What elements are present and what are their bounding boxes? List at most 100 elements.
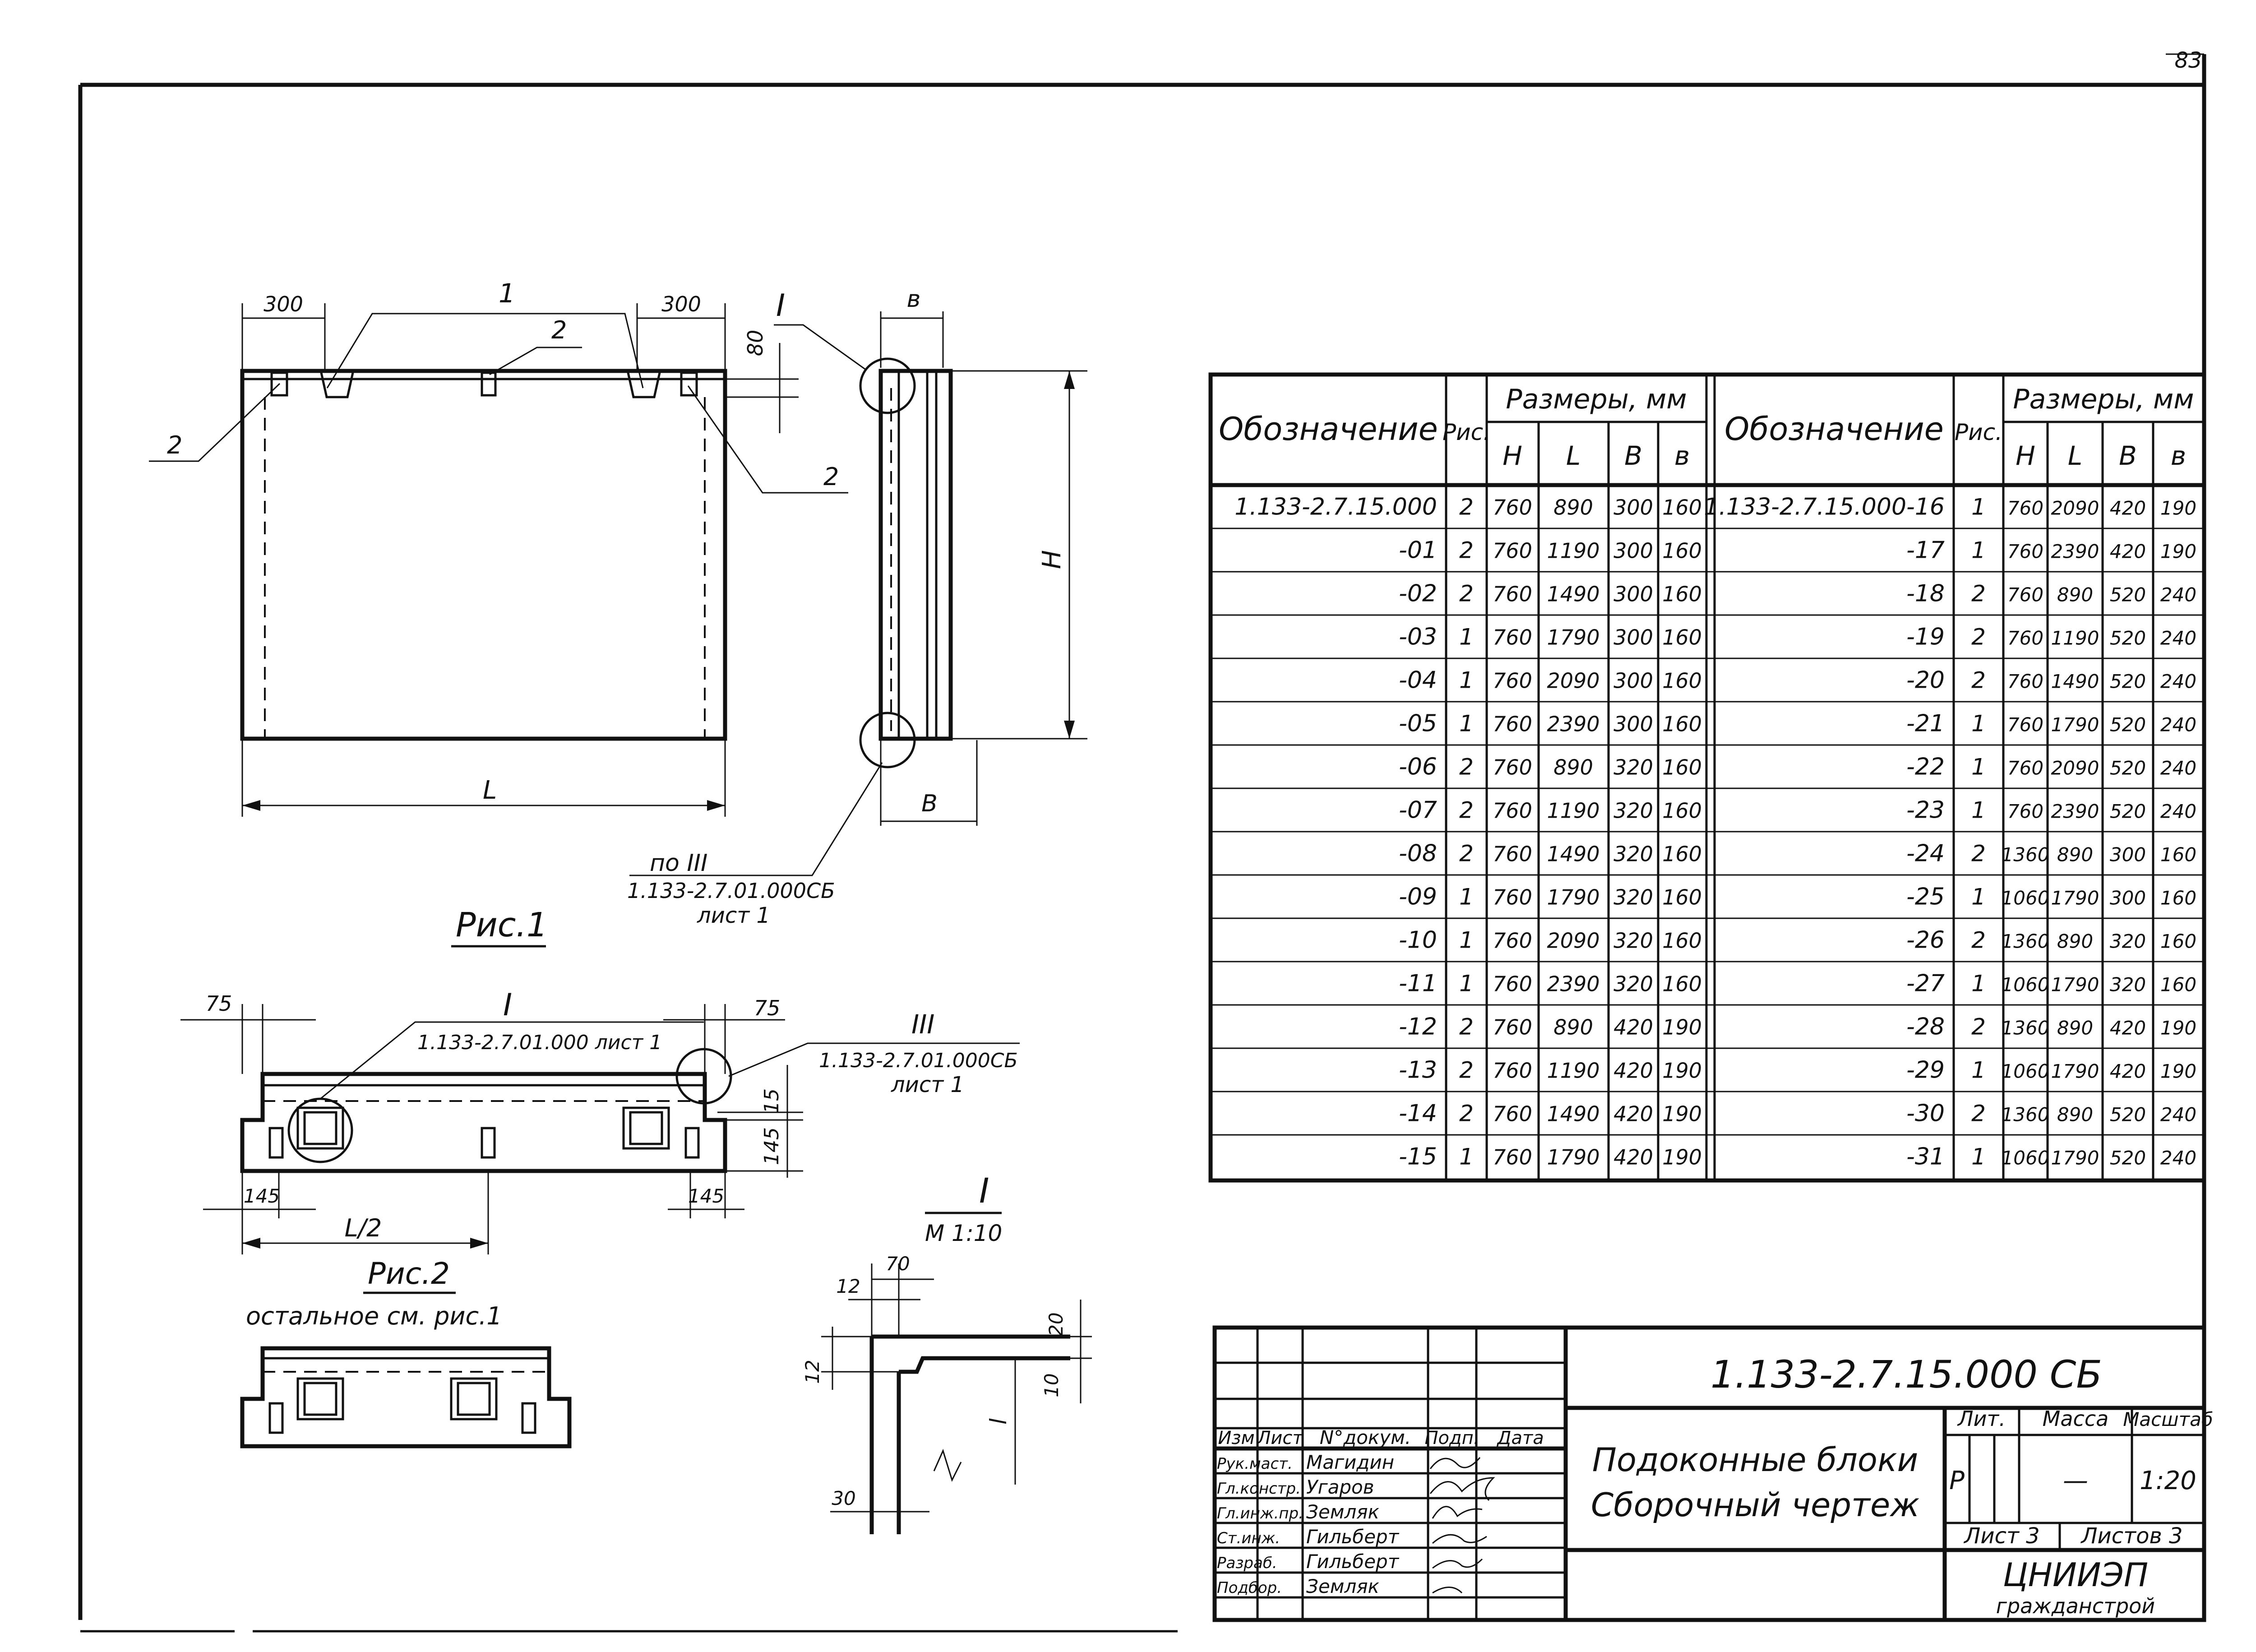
table-cell-left-d: -08	[1399, 840, 1437, 867]
table-cell-right-r: 1	[1971, 537, 1986, 563]
table-cell-left-b: 190	[1662, 1145, 1702, 1169]
table-cell-left-r: 2	[1459, 1057, 1474, 1083]
table-cell-right-d: -19	[1906, 623, 1945, 650]
table-header-b-left: в	[1674, 440, 1690, 471]
table-cell-left-L: 1790	[1547, 885, 1600, 909]
table-cell-right-L: 890	[2057, 1103, 2093, 1125]
table-cell-left-d: -02	[1399, 580, 1437, 607]
table-cell-right-H: 1360	[2002, 1103, 2050, 1125]
table-cell-left-b: 190	[1662, 1015, 1702, 1039]
table-cell-right-r: 2	[1971, 580, 1986, 606]
sheet-number: Лист 3	[1963, 1523, 2039, 1549]
table-cell-right-H: 1060	[2002, 973, 2050, 995]
role-title: Ст.инж.	[1217, 1529, 1280, 1547]
title-block	[1212, 1325, 2206, 1622]
table-cell-right-L: 1790	[2051, 973, 2099, 995]
table-cell-left-b: 160	[1662, 928, 1702, 953]
fig2-node-III-sheet: лист 1	[891, 1072, 964, 1097]
fig1-mark-2-right: 2	[823, 463, 839, 491]
table-cell-left-r: 2	[1459, 1013, 1474, 1040]
table-cell-left-L: 2390	[1547, 712, 1600, 736]
table-cell-left-B: 320	[1613, 842, 1653, 866]
table-cell-left-d: -14	[1399, 1100, 1437, 1127]
table-cell-left-r: 1	[1459, 667, 1474, 693]
table-cell-right-r: 1	[1971, 1057, 1986, 1083]
table-cell-left-d: -06	[1399, 753, 1437, 780]
table-cell-left-r: 1	[1459, 710, 1474, 736]
role-person: Гильберт	[1306, 1550, 1400, 1573]
table-cell-left-H: 760	[1493, 1145, 1532, 1169]
table-cell-left-B: 300	[1613, 712, 1653, 736]
spec-row-lines	[1211, 528, 2204, 1136]
org-name: ЦНИИЭП	[2003, 1556, 2148, 1594]
title-block-roles: Рук.маст.МагидинГл.констр.УгаровГл.инж.п…	[1217, 1451, 1400, 1597]
table-cell-right-b: 240	[2160, 627, 2196, 649]
detail-dim-20: 20	[1045, 1312, 1067, 1336]
fig1-dim-300-right: 300	[661, 292, 701, 316]
role-person: Земляк	[1306, 1501, 1380, 1523]
table-cell-right-d: -28	[1906, 1013, 1945, 1040]
table-cell-left-H: 760	[1493, 972, 1532, 996]
fig1-caption: Рис.1	[456, 906, 548, 944]
table-cell-left-L: 1190	[1547, 798, 1600, 823]
table-cell-right-d: -25	[1906, 883, 1945, 910]
hdr-list: Лист	[1256, 1428, 1304, 1448]
table-cell-right-d: -20	[1906, 666, 1945, 694]
table-cell-right-B: 520	[2110, 627, 2146, 649]
table-cell-right-r: 2	[1971, 1100, 1986, 1126]
table-cell-right-H: 760	[2007, 757, 2043, 779]
table-cell-right-B: 420	[2110, 1017, 2146, 1039]
sheet-count: Листов 3	[2080, 1523, 2182, 1549]
table-cell-left-H: 760	[1493, 1058, 1532, 1083]
table-cell-left-H: 760	[1493, 625, 1532, 649]
table-cell-left-b: 160	[1662, 755, 1702, 779]
table-cell-right-B: 520	[2110, 713, 2146, 736]
table-cell-right-b: 190	[2160, 540, 2196, 562]
table-cell-right-B: 520	[2110, 583, 2146, 606]
table-cell-left-d: -15	[1399, 1143, 1437, 1170]
table-cell-right-L: 2390	[2051, 800, 2099, 822]
table-cell-left-H: 760	[1493, 1101, 1532, 1126]
table-cell-right-b: 240	[2160, 583, 2196, 606]
fig2-node-III: III	[911, 1009, 934, 1040]
table-cell-left-r: 2	[1459, 1100, 1474, 1126]
table-cell-right-r: 1	[1971, 797, 1986, 823]
fig2-dim-75-left: 75	[206, 991, 232, 1016]
fig1-node-I: I	[776, 288, 785, 324]
detail-dim-12-side: 12	[801, 1360, 823, 1384]
table-cell-right-B: 300	[2110, 887, 2146, 909]
page-number: 83	[2174, 48, 2202, 73]
role-person: Магидин	[1306, 1451, 1394, 1473]
fig1-dim-L: L	[483, 776, 497, 805]
table-cell-right-b: 160	[2160, 843, 2196, 865]
detail-dim-12-top: 12	[836, 1275, 860, 1297]
doc-code: 1.133-2.7.15.000 СБ	[1710, 1352, 2102, 1397]
table-cell-right-L: 2090	[2051, 497, 2099, 519]
table-cell-left-L: 2090	[1547, 668, 1600, 693]
table-cell-left-r: 2	[1459, 537, 1474, 563]
table-cell-right-H: 1360	[2002, 1017, 2050, 1039]
table-cell-right-H: 760	[2007, 583, 2043, 606]
scale-label: Масштаб	[2123, 1408, 2213, 1430]
table-cell-left-H: 760	[1493, 1015, 1532, 1039]
table-header-B-left: В	[1624, 440, 1642, 471]
table-cell-left-B: 420	[1613, 1145, 1653, 1169]
table-cell-left-L: 2090	[1547, 928, 1600, 953]
fig1-dim-B-bottom: В	[921, 790, 938, 817]
fig1-mark-2-top: 2	[551, 316, 567, 344]
table-cell-left-r: 2	[1459, 754, 1474, 780]
table-cell-right-b: 190	[2160, 1017, 2196, 1039]
fig1-dim-H: H	[1037, 550, 1067, 569]
table-cell-left-L: 1490	[1547, 582, 1600, 606]
table-cell-left-b: 160	[1662, 798, 1702, 823]
role-person: Угаров	[1306, 1476, 1374, 1498]
fig2-variant-section	[240, 1346, 572, 1448]
detail-I	[821, 1263, 1092, 1534]
table-cell-left-H: 760	[1493, 668, 1532, 693]
table-cell-left-b: 160	[1662, 582, 1702, 606]
table-cell-left-r: 1	[1459, 1143, 1474, 1170]
table-cell-left-d: -09	[1399, 883, 1437, 910]
fig2-note: остальное см. рис.1	[246, 1302, 502, 1330]
table-cell-right-H: 760	[2007, 540, 2043, 562]
